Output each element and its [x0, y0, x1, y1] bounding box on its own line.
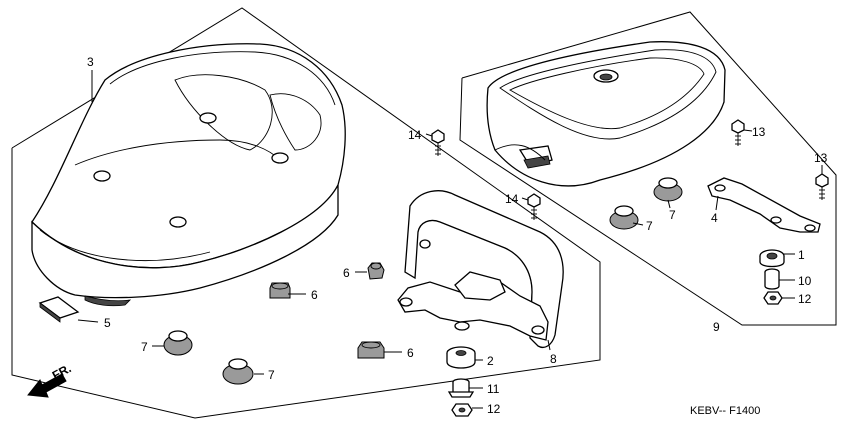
callout-9: 9: [713, 320, 720, 334]
callout-10: 10: [798, 274, 812, 288]
callout-12: 12: [487, 402, 501, 416]
callout-11: 11: [487, 382, 500, 396]
seat-cover-frame-outline: [459, 11, 837, 326]
callout-6: 6: [407, 346, 414, 360]
callout-5: 5: [104, 316, 111, 330]
callout-14: 14: [408, 128, 422, 142]
part-13-bolt-right: [815, 173, 829, 200]
callout-13: 13: [814, 151, 828, 165]
callout-6: 6: [311, 288, 318, 302]
part-12-nut-center: [451, 403, 473, 417]
part-2-grommet: [446, 346, 476, 369]
callout-7: 7: [268, 368, 275, 382]
callout-labels: 3 5 6 6 6 7 7 7 7 14 14 13 13 4 1 10 12 …: [87, 55, 828, 416]
part-13-bolt-upper: [731, 119, 745, 146]
part-5-pad: [38, 296, 80, 323]
part-8-seat-frame: [397, 190, 564, 349]
part-11-collar: [447, 378, 475, 398]
diagram-code: KEBV-- F1400: [690, 405, 760, 417]
part-6-rubber-mid: [367, 262, 385, 280]
part-7-cushion-d: [653, 177, 683, 202]
main-seat: [31, 43, 346, 307]
callout-4: 4: [711, 211, 718, 225]
leader-lines: [77, 70, 823, 409]
callout-6: 6: [343, 266, 350, 280]
part-4-bracket: [707, 177, 821, 233]
part-6-rubber-low: [357, 341, 385, 359]
callout-7: 7: [669, 208, 676, 222]
part-6-rubber-left: [269, 282, 291, 299]
callout-14: 14: [505, 192, 519, 206]
part-12-nut-right: [763, 291, 783, 305]
callout-7: 7: [141, 340, 148, 354]
seat-cowl: [486, 41, 726, 187]
callout-2: 2: [487, 354, 494, 368]
part-7-cushion-c: [609, 205, 639, 230]
callout-12: 12: [798, 292, 812, 306]
main-frame-outline: [11, 7, 601, 419]
callout-3: 3: [87, 55, 94, 69]
part-14-bolt-upper: [431, 129, 445, 156]
arrow-left-down-icon: [27, 373, 67, 398]
callout-7: 7: [646, 219, 653, 233]
callout-1: 1: [798, 248, 805, 262]
part-14-bolt-lower: [527, 193, 541, 220]
part-10-collar: [764, 268, 780, 290]
callout-8: 8: [550, 352, 557, 366]
part-7-cushion-a: [163, 330, 193, 356]
callout-13: 13: [752, 125, 766, 139]
part-7-cushion-b: [222, 358, 254, 385]
part-1-grommet: [759, 249, 785, 268]
